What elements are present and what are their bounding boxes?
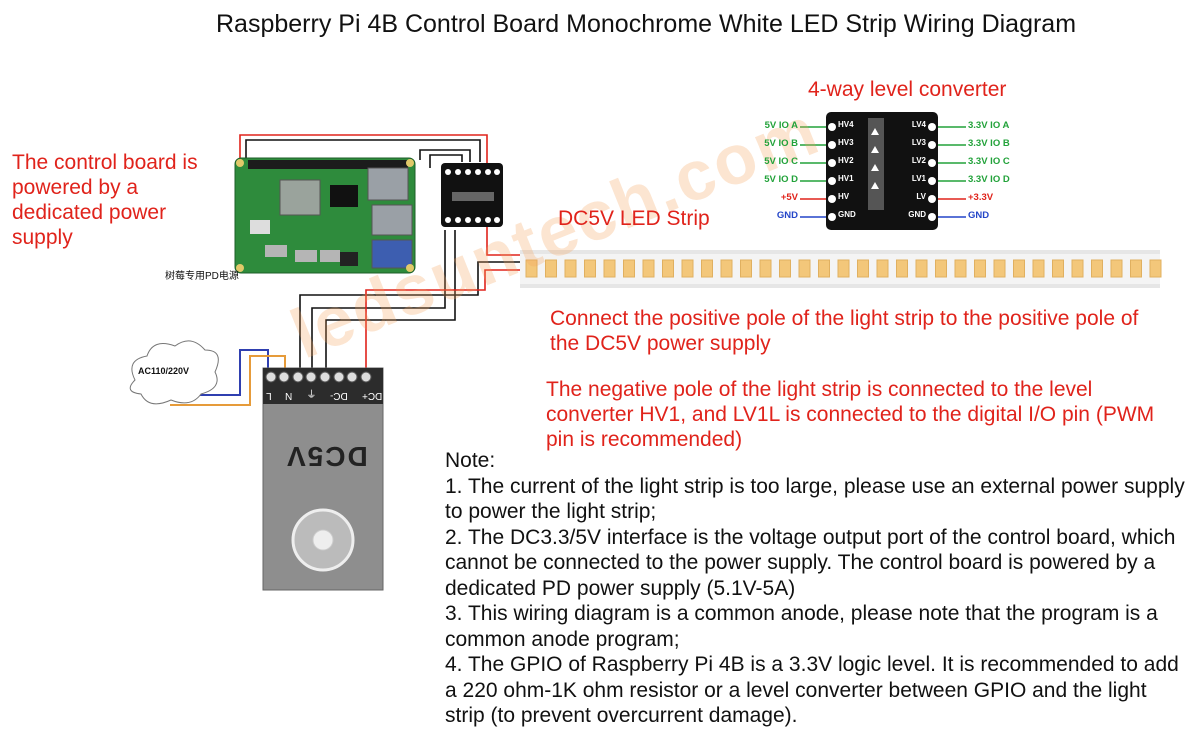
led-chip — [740, 259, 752, 278]
large-level-converter — [800, 112, 966, 230]
led-chip — [993, 259, 1006, 278]
chip-label-hv1: HV1 — [838, 174, 854, 183]
chip-label-gnd-right: GND — [908, 210, 926, 219]
terminal-ground: ⏚ — [306, 390, 317, 401]
notes-block: Note: 1. The current of the light strip … — [445, 448, 1185, 729]
dc5v-power-supply — [262, 367, 384, 591]
chip-label-lv4: LV4 — [911, 120, 926, 129]
chip-label-lv2: LV2 — [911, 156, 926, 165]
led-chip — [662, 259, 674, 278]
pin-5v-io-a: 5V IO A — [764, 120, 798, 131]
notes-heading: Note: — [445, 449, 496, 472]
note-item: 4. The GPIO of Raspberry Pi 4B is a 3.3V… — [445, 653, 1179, 727]
pin-5v-io-d: 5V IO D — [764, 174, 798, 185]
ac-label: AC110/220V — [138, 366, 190, 376]
control-board-power-label: The control board is powered by a dedica… — [12, 151, 198, 249]
led-chip — [759, 259, 772, 278]
chip-label-hv3: HV3 — [838, 138, 854, 147]
led-chip — [545, 259, 557, 278]
led-strip-title: DC5V LED Strip — [558, 207, 710, 230]
led-chip — [642, 259, 655, 278]
led-chip — [525, 259, 538, 278]
led-chip — [701, 259, 713, 278]
led-chip — [798, 259, 811, 278]
led-chip — [935, 259, 947, 278]
led-chip — [779, 259, 791, 278]
psu-terminals: L N ⏚ DC- DC+ — [266, 386, 382, 401]
note-item: 1. The current of the light strip is too… — [445, 474, 1185, 524]
led-chip — [1110, 259, 1123, 278]
terminal-dc-plus: DC+ — [361, 390, 382, 401]
pin-gnd-right: GND — [968, 210, 990, 221]
terminal-l: L — [266, 390, 272, 401]
pin-5v-io-c: 5V IO C — [764, 156, 798, 167]
terminal-n: N — [285, 390, 293, 401]
converter-left-pins: 5V IO A 5V IO B 5V IO C 5V IO D +5V GND — [752, 120, 798, 228]
led-chip — [720, 259, 733, 278]
led-chip — [603, 259, 616, 278]
led-chip — [818, 259, 830, 278]
pin-3v3-io-b: 3.3V IO B — [968, 138, 1010, 149]
converter-chip-labels-left: HV4 HV3 HV2 HV1 HV GND — [838, 120, 864, 228]
led-chip — [896, 259, 908, 278]
note-item: 3. This wiring diagram is a common anode… — [445, 602, 1158, 651]
chip-label-hv: HV — [838, 192, 850, 201]
chip-label-lv1: LV1 — [911, 174, 926, 183]
led-chip — [1091, 259, 1103, 278]
chip-label-lv3: LV3 — [911, 138, 926, 147]
small-level-converter — [441, 163, 503, 227]
led-chip — [1032, 259, 1045, 278]
psu-wires — [299, 230, 520, 372]
chip-label-hv4: HV4 — [838, 120, 854, 129]
pin-plus-5v: +5V — [780, 192, 798, 203]
led-chip — [564, 259, 577, 278]
led-chip — [915, 259, 928, 278]
ac-wires — [160, 349, 286, 406]
converter-chip-labels-right: LV4 LV3 LV2 LV1 LV GND — [898, 120, 926, 228]
led-chip — [876, 259, 889, 278]
chip-label-hv2: HV2 — [838, 156, 854, 165]
led-chip — [1052, 259, 1064, 278]
negative-pole-note: The negative pole of the light strip is … — [546, 378, 1155, 451]
terminal-dc-minus: DC- — [330, 390, 348, 401]
led-chip — [681, 259, 694, 278]
led-chip — [584, 259, 596, 278]
led-chip — [974, 259, 986, 278]
led-chip — [857, 259, 869, 278]
chip-label-gnd-left: GND — [838, 210, 856, 219]
pin-plus-3v3: +3.3V — [968, 192, 994, 203]
led-chip — [1071, 259, 1084, 278]
chip-label-lv: LV — [916, 192, 926, 201]
pin-3v3-io-c: 3.3V IO C — [968, 156, 1010, 167]
pin-3v3-io-a: 3.3V IO A — [968, 120, 1010, 131]
pin-3v3-io-d: 3.3V IO D — [968, 174, 1010, 185]
positive-pole-note: Connect the positive pole of the light s… — [550, 307, 1139, 355]
led-chip — [837, 259, 850, 278]
pd-power-label: 树莓专用PD电源 — [165, 271, 239, 282]
led-chip — [1149, 259, 1162, 278]
led-chip — [954, 259, 967, 278]
led-strip — [520, 250, 1162, 288]
note-item: 2. The DC3.3/5V interface is the voltage… — [445, 525, 1176, 600]
led-chip — [1130, 259, 1142, 278]
converter-right-pins: 3.3V IO A 3.3V IO B 3.3V IO C 3.3V IO D … — [968, 120, 1028, 228]
pin-gnd-left: GND — [776, 210, 798, 221]
psu-name: DC5V — [285, 441, 368, 472]
converter-title: 4-way level converter — [808, 78, 1007, 101]
pin-5v-io-b: 5V IO B — [764, 138, 798, 149]
led-chip — [1013, 259, 1025, 278]
ac-cloud — [129, 340, 219, 405]
diagram-title: Raspberry Pi 4B Control Board Monochrome… — [216, 10, 1077, 38]
led-chip — [623, 259, 635, 278]
raspberry-pi-board — [234, 157, 416, 274]
